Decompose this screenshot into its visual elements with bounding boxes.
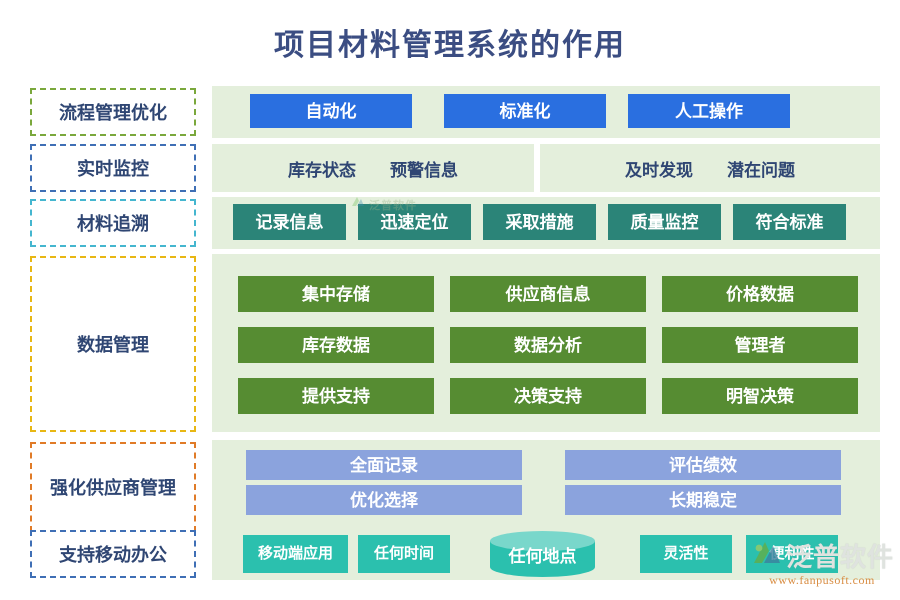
chip-meets-standard[interactable]: 符合标准	[733, 204, 846, 240]
row-label-text: 数据管理	[77, 335, 149, 355]
chip-quality-monitoring[interactable]: 质量监控	[608, 204, 721, 240]
row-label-text: 材料追溯	[77, 214, 149, 234]
chip-anywhere-cylinder[interactable]: 任何地点	[490, 531, 595, 577]
row-label-mobile-office: 支持移动办公	[30, 530, 196, 578]
chip-full-record[interactable]: 全面记录	[246, 450, 522, 480]
chip-supplier-info[interactable]: 供应商信息	[450, 276, 646, 312]
chip-decision-support[interactable]: 决策支持	[450, 378, 646, 414]
chip-take-measures[interactable]: 采取措施	[483, 204, 596, 240]
row-label-text: 支持移动办公	[59, 545, 167, 565]
cylinder-top-ellipse	[490, 531, 595, 551]
row-label-process-optimization: 流程管理优化	[30, 88, 196, 136]
row-label-material-traceability: 材料追溯	[30, 199, 196, 247]
row-label-text: 实时监控	[77, 159, 149, 179]
cylinder-bottom-ellipse	[490, 557, 595, 577]
row-label-realtime-monitoring: 实时监控	[30, 144, 196, 192]
chip-standardization[interactable]: 标准化	[444, 94, 606, 128]
chip-evaluate-performance[interactable]: 评估绩效	[565, 450, 841, 480]
chip-wise-decision[interactable]: 明智决策	[662, 378, 858, 414]
panel-timely-discovery-group: 及时发现 潜在问题	[540, 144, 880, 192]
chip-inventory-data[interactable]: 库存数据	[238, 327, 434, 363]
chip-manager[interactable]: 管理者	[662, 327, 858, 363]
chip-record-info[interactable]: 记录信息	[233, 204, 346, 240]
row-label-data-management: 数据管理	[30, 256, 196, 432]
page-title: 项目材料管理系统的作用	[274, 29, 626, 62]
chip-long-term-stability[interactable]: 长期稳定	[565, 485, 841, 515]
chip-convenience[interactable]: 便利性	[746, 535, 838, 573]
tag-inventory-status: 库存状态	[288, 160, 356, 180]
row-label-supplier-management: 强化供应商管理	[30, 442, 196, 532]
tag-timely-discovery: 及时发现	[625, 160, 693, 180]
row-label-text: 强化供应商管理	[50, 478, 176, 498]
chip-manual-operation[interactable]: 人工操作	[628, 94, 790, 128]
panel-inventory-status-group: 库存状态 预警信息	[212, 144, 534, 192]
chip-mobile-app[interactable]: 移动端应用	[243, 535, 348, 573]
chip-anytime[interactable]: 任何时间	[358, 535, 450, 573]
row-label-text: 流程管理优化	[59, 103, 167, 123]
chip-price-data[interactable]: 价格数据	[662, 276, 858, 312]
chip-anywhere-label: 任何地点	[508, 546, 577, 566]
chip-automation[interactable]: 自动化	[250, 94, 412, 128]
chip-provide-support[interactable]: 提供支持	[238, 378, 434, 414]
chip-optimize-selection[interactable]: 优化选择	[246, 485, 522, 515]
chip-central-storage[interactable]: 集中存储	[238, 276, 434, 312]
chip-flexibility[interactable]: 灵活性	[640, 535, 732, 573]
tag-potential-issues: 潜在问题	[727, 160, 795, 180]
chip-data-analysis[interactable]: 数据分析	[450, 327, 646, 363]
chip-rapid-positioning[interactable]: 迅速定位	[358, 204, 471, 240]
tag-warning-info: 预警信息	[390, 160, 458, 180]
